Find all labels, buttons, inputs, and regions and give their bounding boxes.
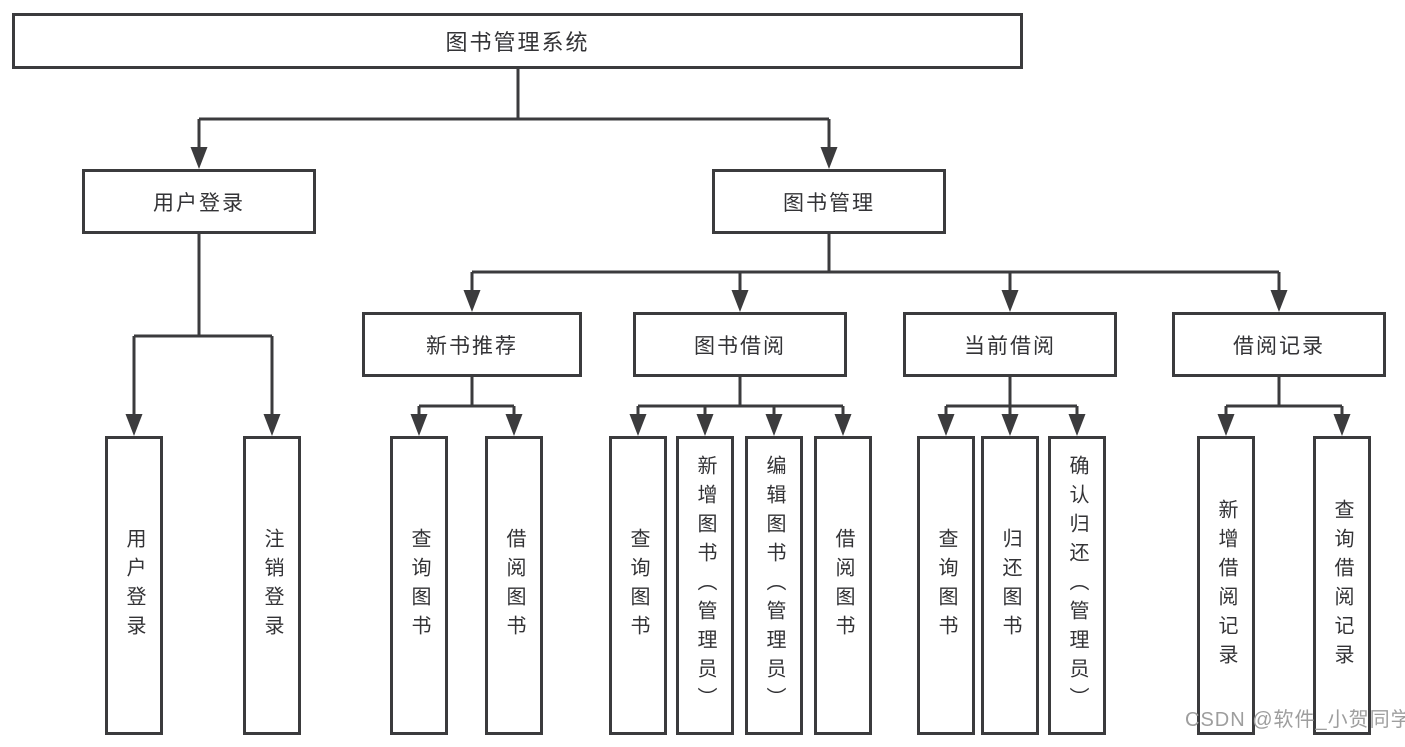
leaf-label: 注销登录 (261, 527, 283, 644)
leaf-label: 查询图书 (408, 527, 430, 644)
node-label: 图书借阅 (694, 334, 786, 358)
leaf-label: 查询图书 (627, 527, 649, 644)
leaf-current-return-books: 归还图书 (981, 436, 1039, 735)
leaf-label: 借阅图书 (832, 527, 854, 644)
leaf-label: 查询图书 (935, 527, 957, 644)
leaf-label: 用户登录 (123, 527, 145, 644)
node-label: 借阅记录 (1233, 334, 1325, 358)
leaf-label: 确认归还（管理员） (1066, 455, 1088, 716)
leaf-label: 新增借阅记录 (1215, 498, 1237, 673)
leaf-borrow-add-books-admin: 新增图书（管理员） (676, 436, 734, 735)
node-label: 当前借阅 (964, 334, 1056, 358)
leaf-label: 归还图书 (999, 527, 1021, 644)
leaf-current-query-books: 查询图书 (917, 436, 975, 735)
leaf-logout: 注销登录 (243, 436, 301, 735)
leaf-current-confirm-return-admin: 确认归还（管理员） (1048, 436, 1106, 735)
node-user-login: 用户登录 (82, 169, 316, 234)
leaf-label: 查询借阅记录 (1331, 498, 1353, 673)
leaf-recommend-query-books: 查询图书 (390, 436, 448, 735)
node-book-borrowing: 图书借阅 (633, 312, 847, 377)
leaf-borrow-edit-books-admin: 编辑图书（管理员） (745, 436, 803, 735)
node-label: 用户登录 (153, 191, 245, 215)
node-borrowing-records: 借阅记录 (1172, 312, 1386, 377)
leaf-label: 编辑图书（管理员） (763, 455, 785, 716)
node-current-borrowing: 当前借阅 (903, 312, 1117, 377)
leaf-records-add-record: 新增借阅记录 (1197, 436, 1255, 735)
node-label: 图书管理 (783, 191, 875, 215)
leaf-records-query-record: 查询借阅记录 (1313, 436, 1371, 735)
node-library-system: 图书管理系统 (12, 13, 1023, 69)
node-label: 图书管理系统 (445, 30, 590, 55)
leaf-label: 新增图书（管理员） (694, 455, 716, 716)
node-new-book-recommend: 新书推荐 (362, 312, 582, 377)
csdn-watermark: CSDN @软件_小贺同学 (1185, 709, 1405, 731)
leaf-recommend-borrow-books: 借阅图书 (485, 436, 543, 735)
node-book-management: 图书管理 (712, 169, 946, 234)
node-label: 新书推荐 (426, 334, 518, 358)
leaf-user-login: 用户登录 (105, 436, 163, 735)
leaf-label: 借阅图书 (503, 527, 525, 644)
leaf-borrow-borrow-books: 借阅图书 (814, 436, 872, 735)
leaf-borrow-query-books: 查询图书 (609, 436, 667, 735)
